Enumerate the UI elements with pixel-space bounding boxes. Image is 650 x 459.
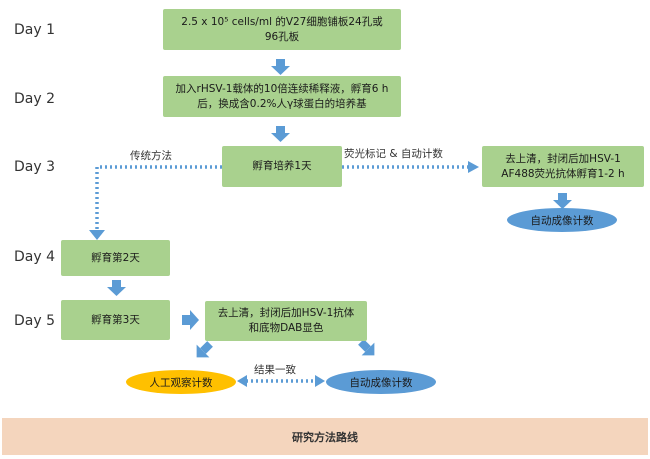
arrow-day5-dab (182, 310, 199, 330)
arrow-to-auto-count (358, 339, 375, 356)
footer-title: 研究方法路线 (292, 430, 358, 444)
day-label-1: Day 1 (14, 22, 56, 38)
step-dab-stain-box: 去上清，封闭后加HSV-1抗体和底物DAB显色 (205, 301, 367, 341)
manual-count-ellipse: 人工观察计数 (126, 370, 236, 394)
day-label-3: Day 3 (14, 159, 56, 175)
step-day3-box: 孵育培养1天 (222, 146, 342, 187)
footer-banner: 研究方法路线 (2, 418, 648, 455)
label-consistent: 结果一致 (254, 364, 296, 376)
step-auto-incubate-box: 去上清，封闭后加HSV-1 AF488荧光抗体孵育1-2 h (482, 146, 644, 187)
auto-count-ellipse-right: 自动成像计数 (507, 208, 617, 232)
arrow-day1-day2 (271, 59, 290, 75)
arrow-to-manual-count (196, 341, 213, 358)
arrow-auto-incubate-count (553, 193, 572, 209)
day-label-5: Day 5 (14, 313, 56, 329)
step-day2-box: 加入rHSV-1载体的10倍连续稀释液，孵育6 h后，换成含0.2%人γ球蛋白的… (163, 76, 401, 117)
arrow-day4-day5 (107, 280, 126, 296)
step-day1-box: 2.5 x 10⁵ cells/ml 的V27细胞铺板24孔或96孔板 (163, 9, 401, 50)
label-traditional: 传统方法 (130, 150, 172, 162)
step-day4-box: 孵育第2天 (61, 240, 170, 276)
dotted-path-traditional (95, 165, 222, 232)
step-day5-box: 孵育第3天 (61, 300, 170, 340)
auto-count-ellipse-bottom: 自动成像计数 (326, 370, 436, 394)
arrow-day2-day3 (271, 126, 290, 142)
label-fluorescent: 荧光标记 & 自动计数 (344, 148, 443, 160)
day-label-2: Day 2 (14, 91, 56, 107)
day-label-4: Day 4 (14, 249, 56, 265)
